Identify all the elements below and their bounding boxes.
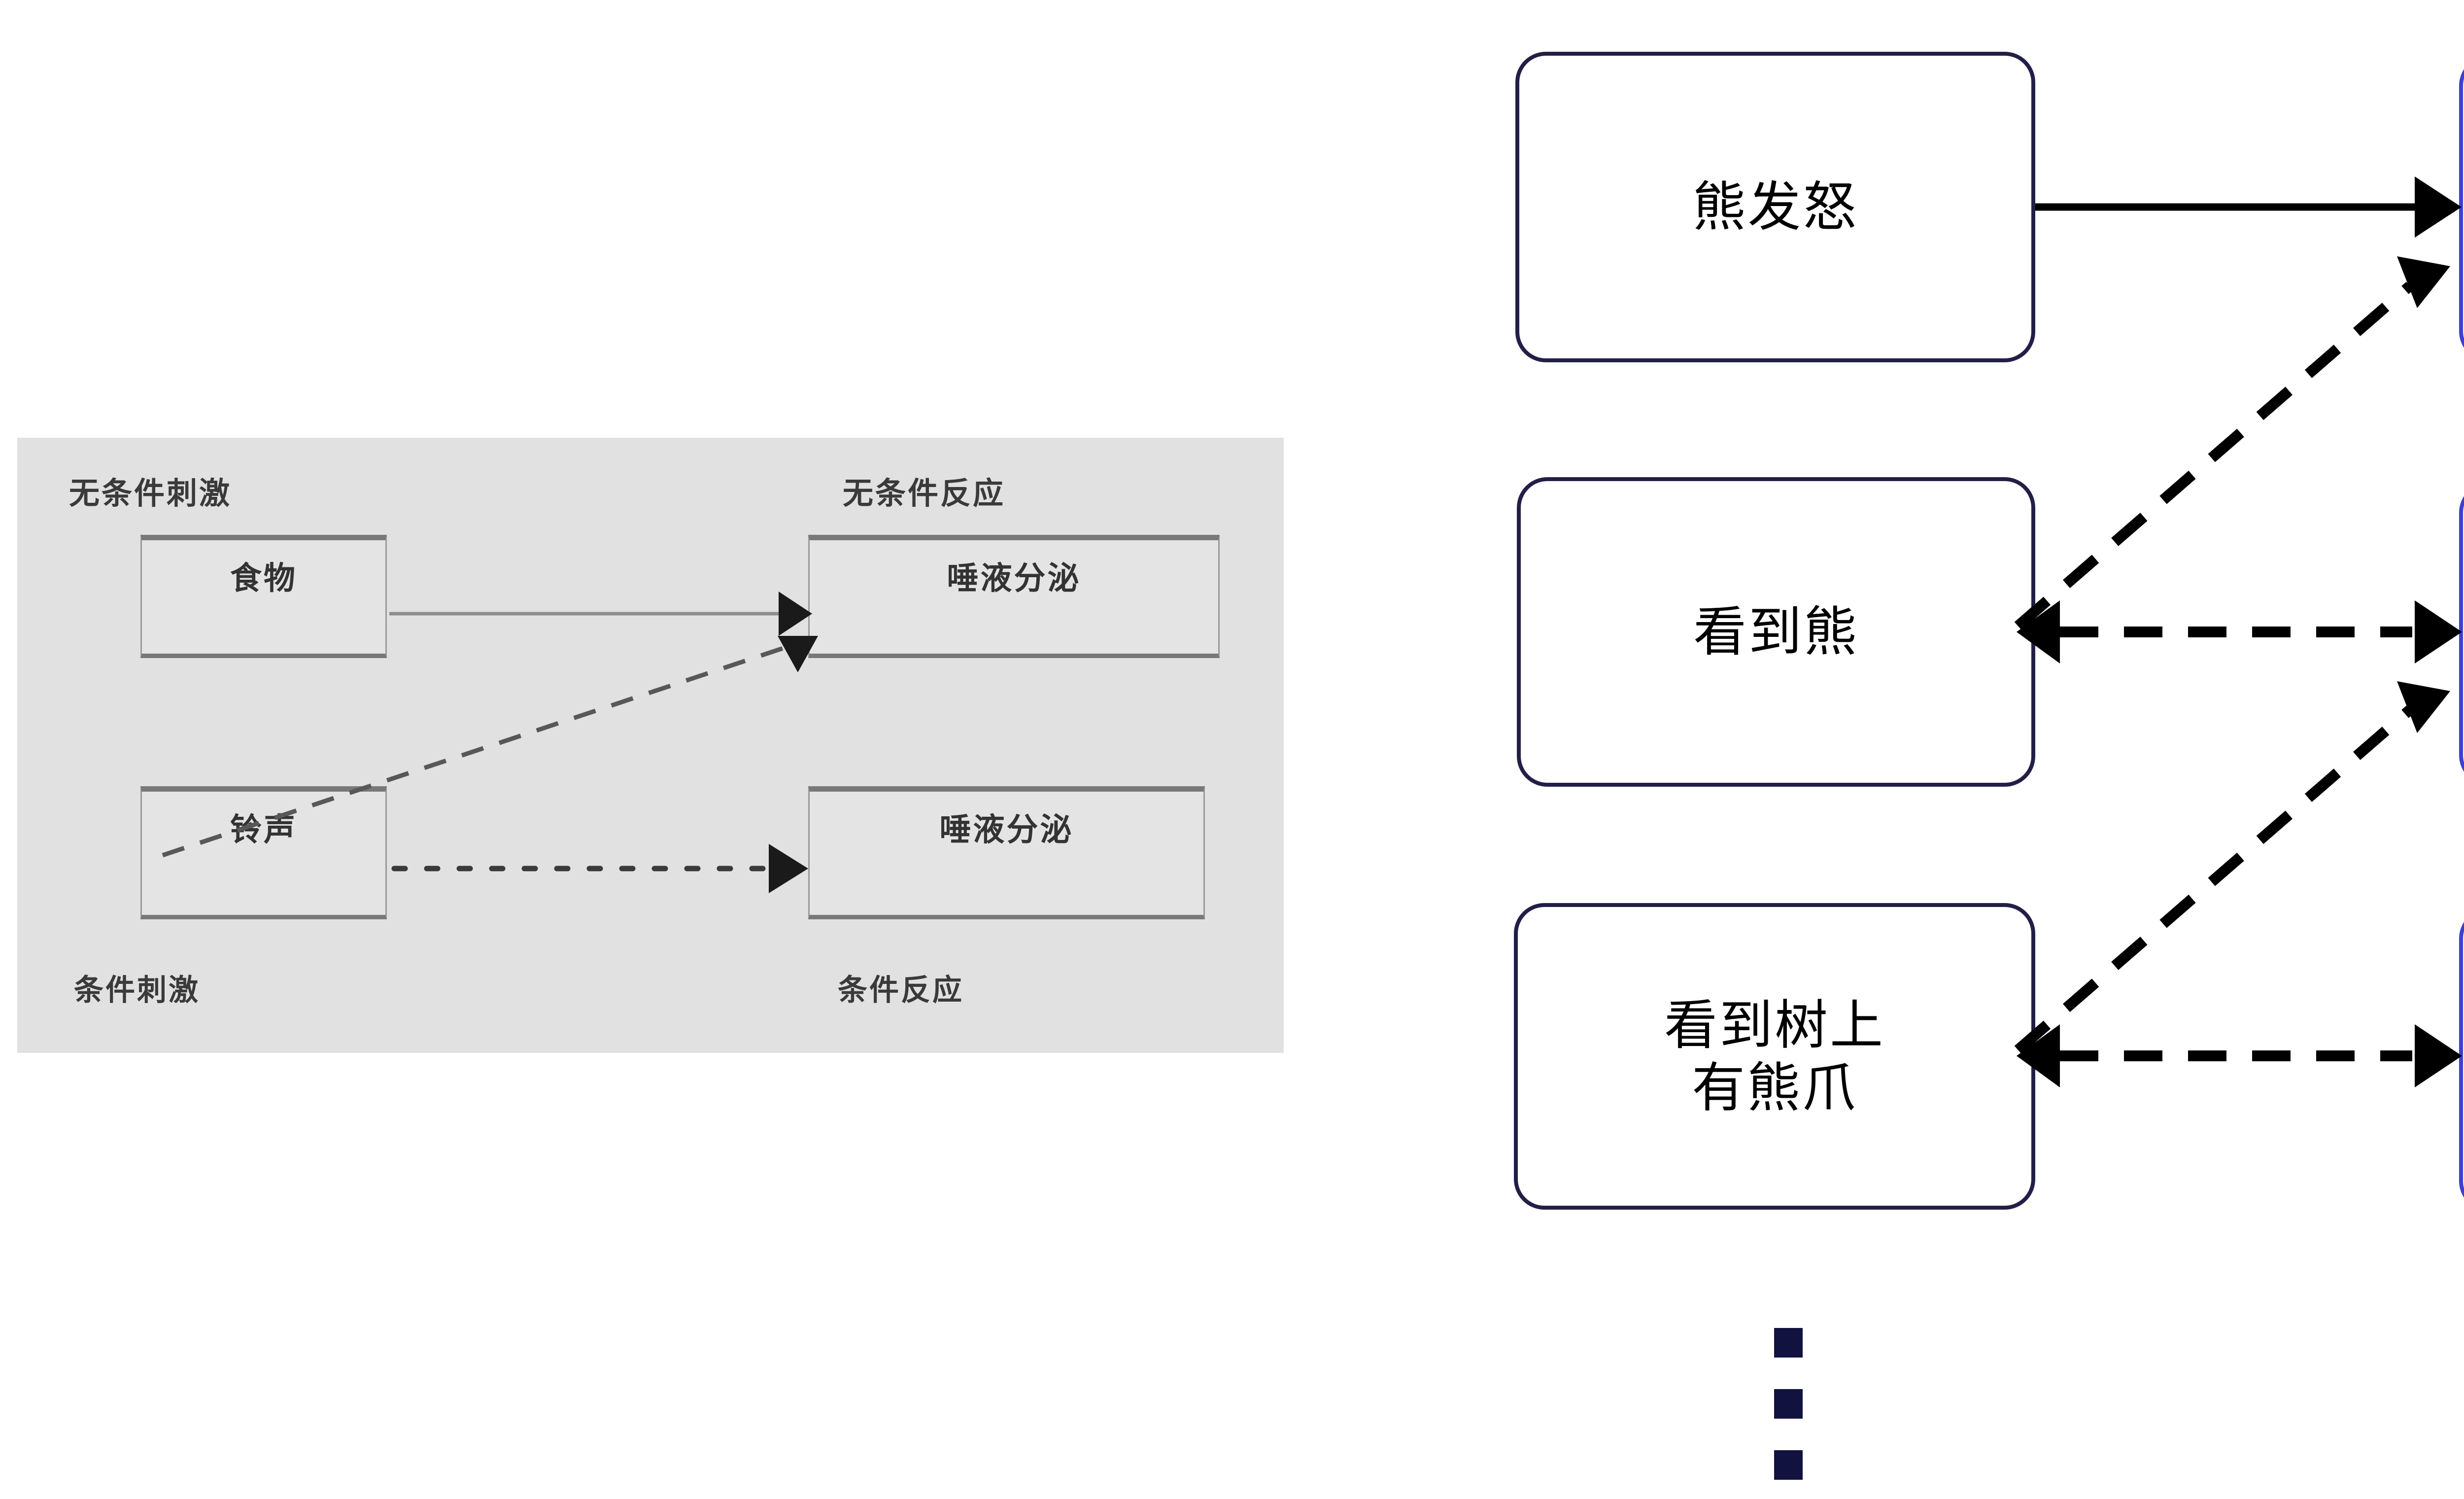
ellipsis-dot-left-3 bbox=[1774, 1450, 1803, 1480]
edge-bear-angry-to-reward bbox=[2035, 176, 2462, 238]
pavlov-box-food-label: 食物 bbox=[230, 560, 297, 596]
edge-see-bear-to-reward bbox=[2014, 256, 2450, 630]
label-unconditioned-stimulus: 无条件刺激 bbox=[69, 477, 232, 511]
ellipsis-dot-left-2 bbox=[1774, 1389, 1803, 1419]
pavlov-box-salivation-cond: 唾液分泌 bbox=[808, 786, 1205, 919]
pavlov-box-food: 食物 bbox=[140, 535, 387, 658]
pavlov-box-bell: 铃声 bbox=[140, 786, 387, 919]
node-value-s[interactable]: V(s) bbox=[2459, 908, 2464, 1212]
label-conditioned-response: 条件反应 bbox=[838, 974, 964, 1007]
edge-see-bear-to-value-s-prime bbox=[2017, 600, 2462, 663]
pavlov-box-salivation-cond-label: 唾液分泌 bbox=[939, 812, 1074, 847]
label-unconditioned-response: 无条件反应 bbox=[843, 477, 1006, 511]
node-see-claw-line1: 看到树上 bbox=[1664, 995, 1885, 1055]
node-see-bear-label: 看到熊 bbox=[1693, 602, 1859, 662]
edge-see-claw-to-value-s-prime bbox=[2014, 681, 2450, 1054]
node-bear-angry[interactable]: 熊发怒 bbox=[1515, 52, 2035, 362]
label-conditioned-stimulus: 条件刺激 bbox=[74, 974, 200, 1007]
pavlov-conditioning-panel bbox=[17, 438, 1284, 1053]
pavlov-box-salivation-uncond-label: 唾液分泌 bbox=[947, 560, 1081, 596]
edge-see-claw-to-value-s bbox=[2017, 1024, 2462, 1087]
ellipsis-dot-left-1 bbox=[1774, 1328, 1803, 1358]
node-see-claw-line2: 有熊爪 bbox=[1691, 1058, 1857, 1117]
node-bear-angry-label: 熊发怒 bbox=[1692, 177, 1858, 237]
node-see-bear[interactable]: 看到熊 bbox=[1517, 477, 2035, 787]
pavlov-box-bell-label: 铃声 bbox=[230, 812, 297, 847]
node-value-s-prime[interactable]: V(s′) bbox=[2459, 482, 2464, 786]
node-see-claw-on-tree[interactable]: 看到树上 有熊爪 bbox=[1514, 903, 2035, 1210]
node-reward[interactable]: 奖励 bbox=[2459, 55, 2464, 362]
node-see-claw-on-tree-label: 看到树上 有熊爪 bbox=[1664, 994, 1885, 1119]
pavlov-box-salivation-uncond: 唾液分泌 bbox=[808, 535, 1220, 658]
